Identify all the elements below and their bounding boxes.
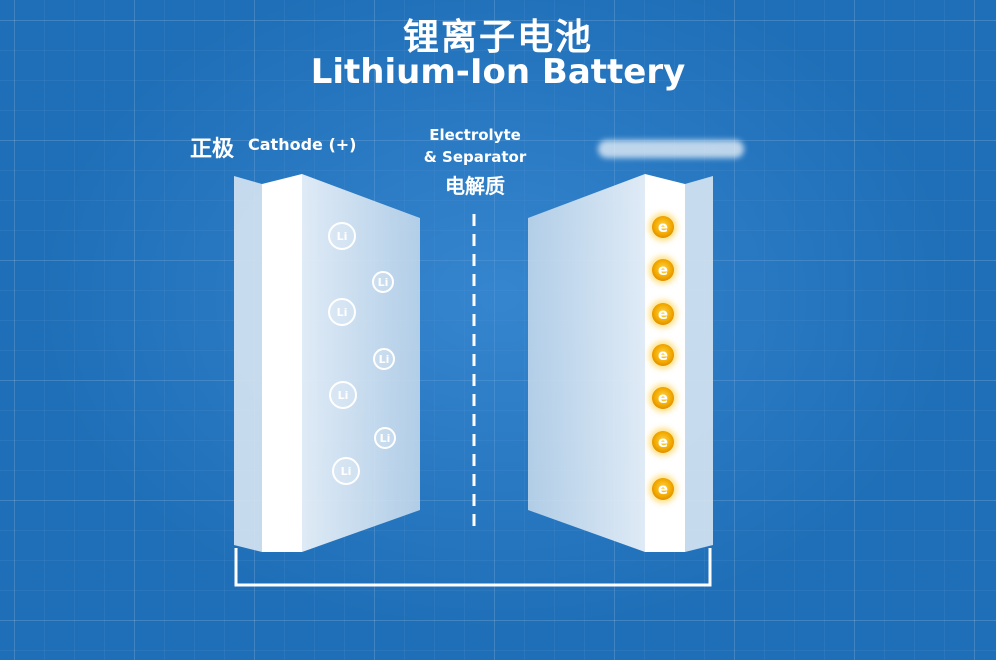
- lithium-ion: Li: [373, 348, 395, 370]
- lithium-ion-label: Li: [380, 432, 391, 445]
- lithium-ion-label: Li: [337, 230, 348, 243]
- electron-label: e: [658, 346, 668, 364]
- electron-label: e: [658, 480, 668, 498]
- electron: e: [649, 300, 677, 328]
- anode-material-block: [528, 174, 645, 552]
- cathode-material-block: [302, 174, 420, 552]
- electrolyte-label-line2: & Separator: [423, 148, 527, 166]
- electron: e: [649, 428, 677, 456]
- anode-back-sheet: [685, 176, 713, 552]
- lithium-ion: Li: [374, 427, 396, 449]
- lithium-ion-label: Li: [378, 276, 389, 289]
- lithium-ion: Li: [328, 298, 356, 326]
- lithium-ion: Li: [372, 271, 394, 293]
- electrons: e e e e e e e: [649, 213, 677, 503]
- electron-label: e: [658, 389, 668, 407]
- electrolyte-label: Electrolyte & Separator: [410, 124, 540, 168]
- electron: e: [649, 475, 677, 503]
- cathode-collector: [262, 174, 302, 552]
- cathode-label-cn: 正极: [190, 137, 235, 162]
- electron: e: [649, 213, 677, 241]
- lithium-ion-label: Li: [379, 353, 390, 366]
- electron-label: e: [658, 218, 668, 236]
- anode-label-blurred: [598, 140, 744, 158]
- lithium-ion-label: Li: [337, 306, 348, 319]
- cathode-label-en: Cathode (+): [248, 135, 357, 154]
- electrolyte-label-line1: Electrolyte: [429, 126, 521, 144]
- electron: e: [649, 341, 677, 369]
- electron: e: [649, 256, 677, 284]
- external-circuit-wire: [234, 548, 712, 587]
- lithium-ion: Li: [328, 222, 356, 250]
- cathode-electrode: [234, 174, 420, 552]
- cathode-back-sheet: [234, 176, 262, 552]
- electrolyte-label-cn: 电解质: [445, 174, 505, 198]
- electron-label: e: [658, 305, 668, 323]
- title-chinese: 锂离子电池: [402, 17, 593, 58]
- electron: e: [649, 384, 677, 412]
- anode-electrode: [528, 174, 713, 552]
- lithium-ion: Li: [329, 381, 357, 409]
- electron-label: e: [658, 261, 668, 279]
- title-english: Lithium-Ion Battery: [310, 52, 686, 92]
- lithium-ion: Li: [332, 457, 360, 485]
- electron-label: e: [658, 433, 668, 451]
- lithium-ion-label: Li: [341, 465, 352, 478]
- lithium-ion-label: Li: [338, 389, 349, 402]
